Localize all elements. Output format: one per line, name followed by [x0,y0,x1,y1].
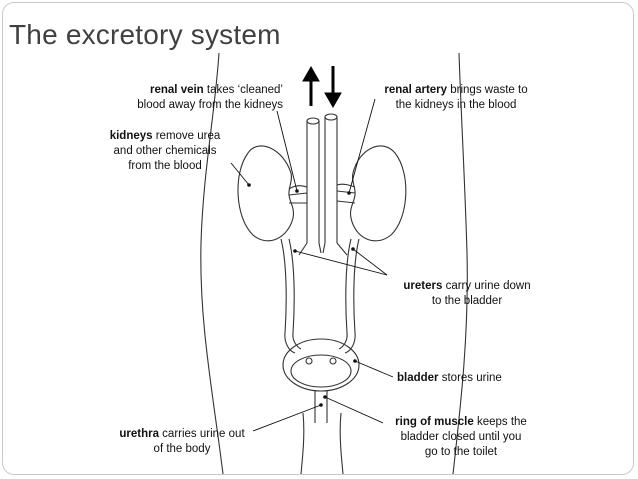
body-outline-right [452,52,468,474]
left-ureter [280,238,302,354]
slide: The excretory system renal vein takes ‘c… [2,2,634,475]
pointer-dot [247,183,251,187]
right-ureter [338,238,360,354]
label-ring-of-muscle-term: ring of muscle [395,416,474,428]
label-bladder-text: stores urine [438,372,502,384]
label-kidneys-line3: from the blood [128,160,202,172]
label-ring-of-muscle-line2: bladder closed until you [400,431,522,443]
label-ring-of-muscle: ring of muscle keeps the bladder closed … [377,415,545,460]
pointer-dot [351,247,355,251]
label-ring-of-muscle-text: keeps the [473,416,527,428]
bladder [282,338,360,392]
vena-cava-top [306,117,320,125]
down-arrow-icon [324,92,342,109]
label-urethra: urethra carries urine out of the body [107,427,257,457]
bladder-inner [290,354,352,388]
label-renal-vein: renal vein takes ‘cleaned’ blood away fr… [93,83,283,113]
label-ureters-line2: to the bladder [431,295,503,307]
renal-vessels-left [288,185,308,204]
body-outline-left [200,52,224,474]
slide-title: The excretory system [9,19,281,50]
pointer-dot [323,395,327,399]
label-kidneys: kidneys remove urea and other chemicals … [95,129,235,174]
left-kidney [237,145,294,242]
renal-vessels-right [336,183,356,204]
pointer-dot [347,191,351,195]
leg-outline-right [339,412,344,474]
label-renal-artery: renal artery brings waste to the kidneys… [361,83,551,113]
label-ureters: ureters carry urine down to the bladder [387,279,547,309]
label-kidneys-line2: and other chemicals [113,145,217,157]
aorta-top [324,113,338,121]
label-bladder-term: bladder [397,372,439,384]
pointer-ureter-right [352,248,388,276]
label-ring-of-muscle-line3: go to the toilet [424,446,498,458]
bladder-opening-left [305,357,313,365]
right-kidney [350,145,407,242]
pointer-renal-artery [348,98,376,194]
pointer-bladder [354,360,394,378]
label-renal-vein-term: renal vein [150,84,204,96]
pointer-renal-vein [276,110,298,192]
iliac-branches [298,242,348,256]
pointer-dot [353,359,357,363]
pointer-ring-of-muscle [324,396,384,424]
pointer-dot [319,403,323,407]
label-renal-vein-line2: blood away from the kidneys [137,99,283,111]
pointer-urethra [252,404,322,432]
label-kidneys-term: kidneys [109,130,153,142]
label-ureters-text: carry urine down [442,280,531,292]
label-urethra-term: urethra [119,428,159,440]
label-renal-artery-term: renal artery [384,84,448,96]
label-renal-artery-line2: the kidneys in the blood [395,99,517,111]
up-arrow-icon [302,65,320,82]
aorta [324,117,338,243]
pointer-dot [293,249,297,253]
bladder-opening-right [329,357,337,365]
label-urethra-text: carries urine out [158,428,245,440]
excretory-diagram [200,52,468,474]
leg-outline-left [300,412,305,474]
label-kidneys-text: remove urea [152,130,221,142]
label-ureters-term: ureters [403,280,443,292]
pointer-ureter-left [294,250,388,276]
pointer-dot [295,189,299,193]
label-renal-vein-text: takes ‘cleaned’ [203,84,283,96]
label-renal-artery-text: brings waste to [447,84,528,96]
label-bladder: bladder stores urine [397,371,502,386]
vena-cava [306,121,320,243]
label-urethra-line2: of the body [153,443,211,455]
pointer-kidneys [230,162,250,186]
